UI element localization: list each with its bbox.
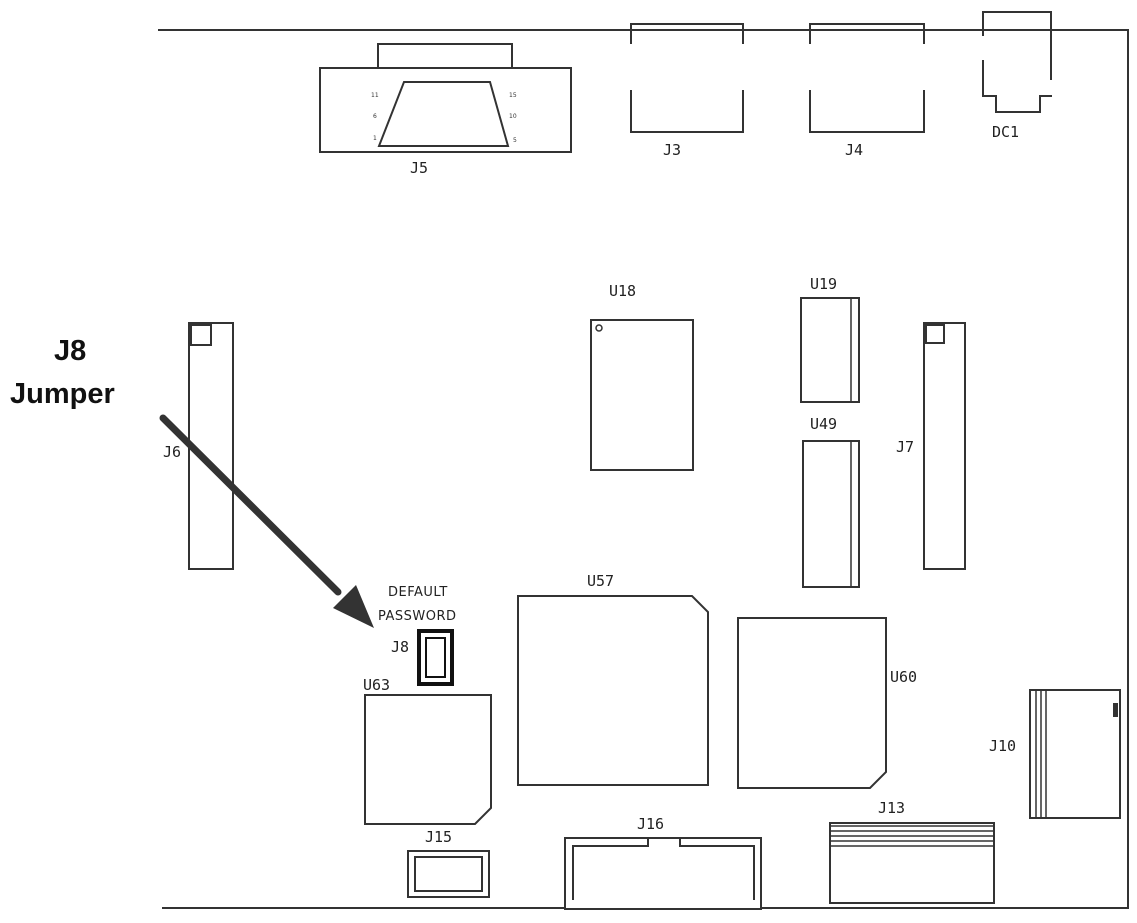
label-u63: U63 [363, 676, 390, 694]
label-j4: J4 [845, 141, 863, 159]
connector-j5: 11 15 6 10 1 5 J5 [319, 43, 572, 177]
label-u18: U18 [609, 282, 636, 300]
label-j6: J6 [163, 443, 181, 461]
header-j6: J6 [163, 322, 234, 570]
j8-caption-line2: PASSWORD [378, 609, 457, 624]
chip-u19: U19 [800, 275, 860, 403]
connector-j4: J4 [809, 23, 925, 159]
label-j8: J8 [391, 638, 409, 656]
header-j7: J7 [896, 322, 966, 570]
connector-j10: J10 [989, 689, 1121, 819]
label-j16: J16 [637, 815, 664, 833]
j5-pin-11: 11 [371, 92, 379, 99]
connector-j3: J3 [630, 23, 744, 159]
label-u49: U49 [810, 415, 837, 433]
chip-u49: U49 [802, 415, 860, 588]
callout-line1: J8 [54, 335, 86, 367]
j5-pin-6: 6 [373, 113, 377, 120]
j5-pin-10: 10 [509, 113, 517, 120]
label-dc1: DC1 [992, 123, 1019, 141]
chip-u63: U63 [363, 676, 492, 825]
label-j15: J15 [425, 828, 452, 846]
label-j10: J10 [989, 737, 1016, 755]
callout-arrow [159, 414, 374, 628]
j5-pin-1: 1 [373, 135, 377, 142]
label-u19: U19 [810, 275, 837, 293]
label-j3: J3 [663, 141, 681, 159]
connector-j15: J15 [407, 828, 490, 898]
connector-j16: J16 [564, 815, 762, 910]
label-j13: J13 [878, 799, 905, 817]
connector-j13: J13 [829, 799, 995, 904]
chip-u57: U57 [517, 572, 709, 786]
j5-pin-15: 15 [509, 92, 517, 99]
j5-pin-5: 5 [513, 137, 517, 144]
label-u60: U60 [890, 668, 917, 686]
connector-dc1: DC1 [982, 11, 1052, 141]
callout-line2: Jumper [10, 378, 115, 410]
label-j7: J7 [896, 438, 914, 456]
chip-u60: U60 [737, 617, 917, 789]
j8-caption-line1: DEFAULT [388, 585, 448, 600]
label-u57: U57 [587, 572, 614, 590]
jumper-j8: J8 DEFAULT PASSWORD [378, 585, 457, 686]
callout-label: J8 Jumper [10, 335, 115, 410]
chip-u18: U18 [590, 282, 694, 471]
label-j5: J5 [410, 159, 428, 177]
